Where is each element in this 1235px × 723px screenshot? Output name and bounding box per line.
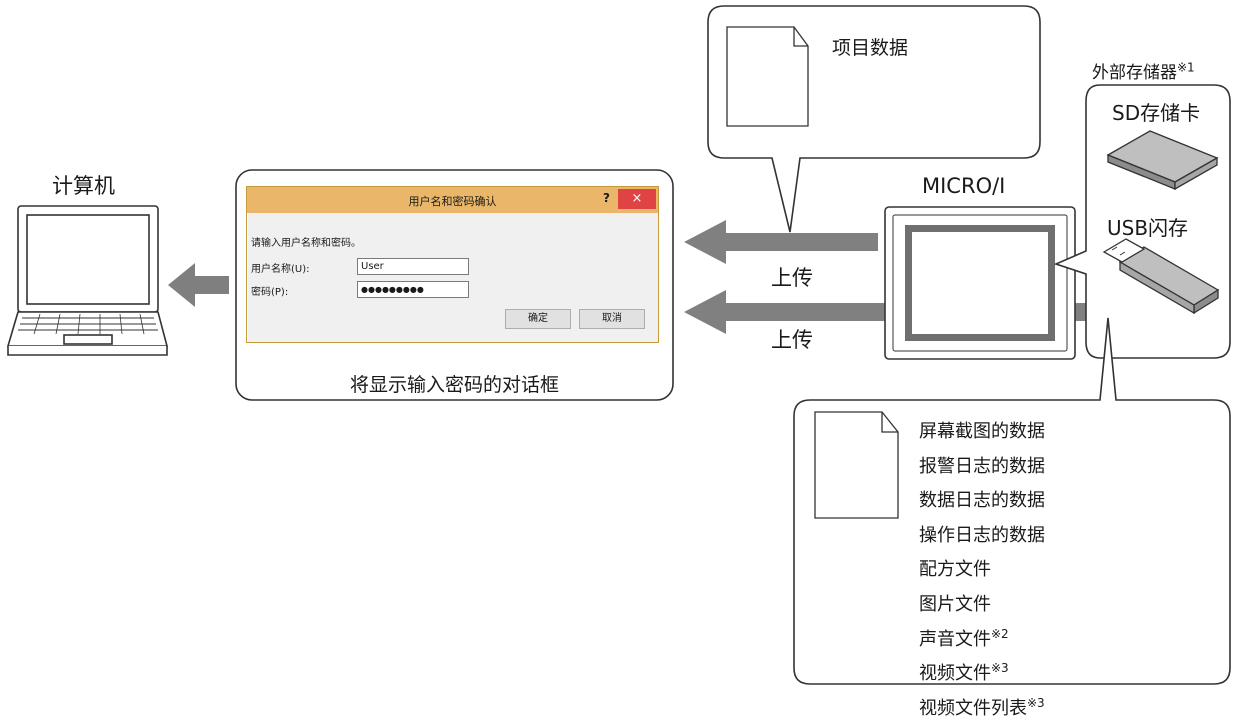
list-item: 声音文件※2: [919, 620, 1045, 655]
dialog-instruction: 请输入用户名称和密码。: [251, 238, 361, 249]
upload-arrow-top: [684, 220, 878, 264]
upload-label-top: 上传: [771, 266, 813, 290]
password-input[interactable]: ●●●●●●●●●: [357, 281, 469, 298]
micro-i-device: [884, 206, 1076, 360]
list-item-text: 操作日志的数据: [919, 524, 1045, 546]
diagram-graphics: [6, 5, 1231, 685]
list-item-note: ※3: [991, 661, 1009, 676]
list-item-text: 配方文件: [919, 559, 991, 581]
device-label: MICRO/I: [922, 174, 1006, 198]
username-label: 用户名称(U):: [251, 264, 310, 275]
upload-label-bottom: 上传: [771, 328, 813, 352]
list-item-text: 报警日志的数据: [919, 455, 1045, 477]
storage-title-text: 外部存储器: [1092, 63, 1177, 83]
dialog-titlebar[interactable]: 用户名和密码确认 ? ×: [247, 187, 658, 213]
usb-label: USB闪存: [1107, 216, 1189, 240]
storage-title-note: ※1: [1177, 60, 1195, 75]
list-item-note: ※2: [991, 626, 1009, 641]
list-item: 视频文件列表※3: [919, 689, 1045, 723]
usb-stick-icon: [1102, 238, 1220, 315]
ok-button[interactable]: 确定: [505, 309, 571, 329]
list-item: 报警日志的数据: [919, 447, 1045, 482]
close-button[interactable]: ×: [618, 189, 656, 209]
list-item-text: 图片文件: [919, 593, 991, 615]
dialog-caption: 将显示输入密码的对话框: [349, 374, 559, 396]
list-item: 屏幕截图的数据: [919, 412, 1045, 447]
dialog-title: 用户名和密码确认: [408, 195, 497, 208]
list-item: 数据日志的数据: [919, 481, 1045, 516]
list-item-text: 数据日志的数据: [919, 490, 1045, 512]
project-file-icon: [726, 26, 809, 127]
list-item-text: 视频文件: [919, 663, 991, 685]
storage-title: 外部存储器※1: [1092, 58, 1195, 83]
laptop-icon: [6, 205, 169, 356]
list-item: 配方文件: [919, 550, 1045, 585]
password-label: 密码(P):: [251, 287, 289, 298]
project-data-label: 项目数据: [832, 37, 909, 59]
computer-label: 计算机: [52, 174, 115, 198]
list-item-text: 声音文件: [919, 628, 991, 650]
list-item-text: 屏幕截图的数据: [919, 421, 1045, 442]
sd-card-label: SD存储卡: [1112, 101, 1201, 125]
arrow-to-computer: [168, 263, 229, 307]
list-item: 图片文件: [919, 585, 1045, 620]
data-list-callout-frame: [793, 317, 1231, 685]
cancel-button[interactable]: 取消: [579, 309, 645, 329]
sd-card-icon: [1106, 130, 1219, 191]
username-input[interactable]: User: [357, 258, 469, 275]
list-item: 操作日志的数据: [919, 516, 1045, 551]
list-item-text: 视频文件列表: [919, 697, 1027, 719]
credentials-dialog: 用户名和密码确认 ? × 请输入用户名称和密码。 用户名称(U): User 密…: [246, 186, 659, 343]
list-item: 视频文件※3: [919, 654, 1045, 689]
list-item-note: ※3: [1027, 695, 1045, 710]
data-list: 屏幕截图的数据 报警日志的数据 数据日志的数据 操作日志的数据 配方文件 图片文…: [919, 412, 1045, 723]
data-file-icon: [814, 411, 899, 519]
dialog-body: 请输入用户名称和密码。 用户名称(U): User 密码(P): ●●●●●●●…: [248, 213, 658, 342]
help-icon[interactable]: ?: [603, 191, 610, 205]
